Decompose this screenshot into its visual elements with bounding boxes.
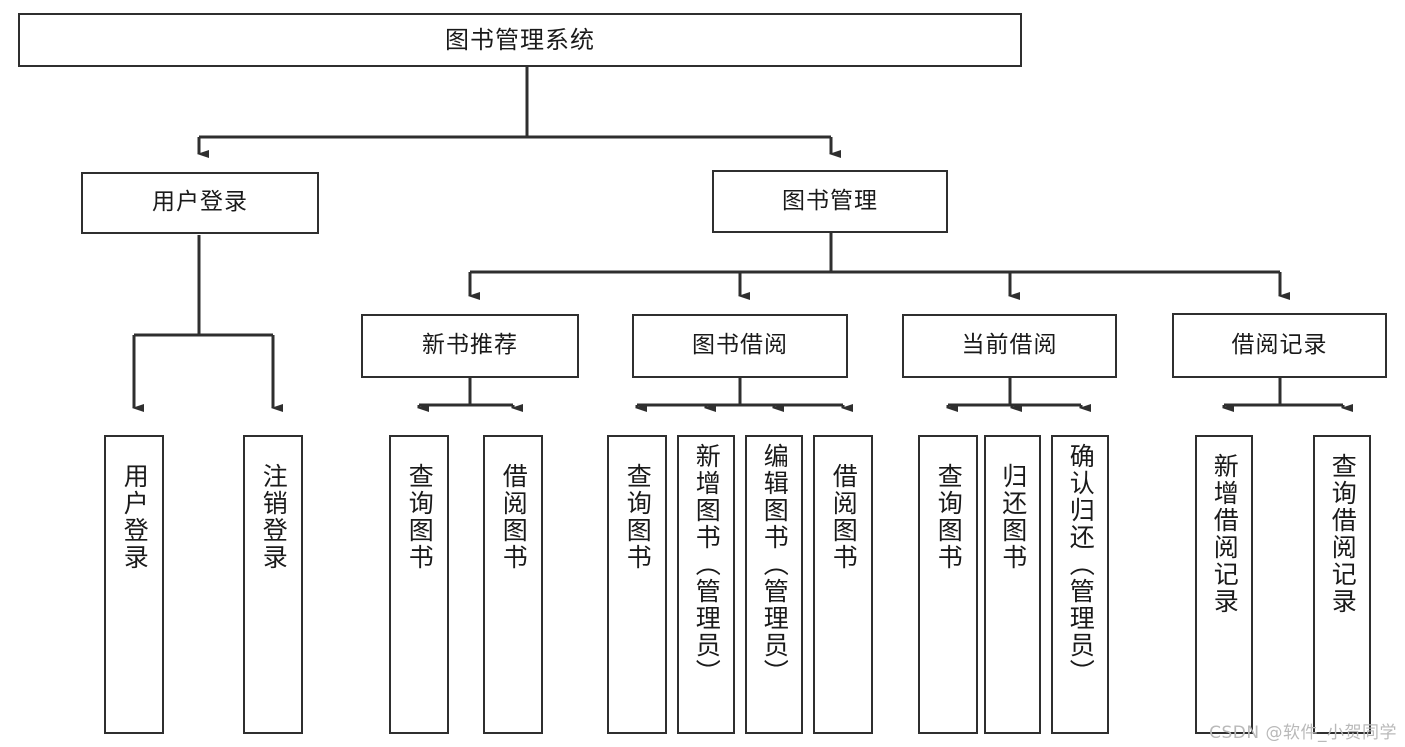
leaf-add-book[interactable]: 新增图书（管理员）: [677, 435, 735, 734]
leaf-logout-label: 注销登录: [259, 463, 289, 571]
leaf-borrow-book-1-label: 借阅图书: [499, 463, 529, 571]
leaf-borrow-book-2-label: 借阅图书: [829, 463, 859, 571]
leaf-logout[interactable]: 注销登录: [243, 435, 303, 734]
node-user-login[interactable]: 用户登录: [81, 172, 319, 234]
node-current-borrow[interactable]: 当前借阅: [902, 314, 1117, 378]
leaf-user-login[interactable]: 用户登录: [104, 435, 164, 734]
leaf-add-record-label: 新增借阅记录: [1210, 453, 1240, 615]
leaf-confirm-return-label: 确认归还（管理员）: [1066, 443, 1096, 686]
node-book-manage[interactable]: 图书管理: [712, 170, 948, 233]
node-book-borrow[interactable]: 图书借阅: [632, 314, 848, 378]
leaf-query-record-label: 查询借阅记录: [1328, 453, 1358, 615]
node-borrow-record-label: 借阅记录: [1231, 331, 1328, 358]
node-root-label: 图书管理系统: [445, 25, 595, 54]
leaf-add-book-label: 新增图书（管理员）: [692, 443, 722, 686]
node-root[interactable]: 图书管理系统: [18, 13, 1022, 67]
leaf-edit-book[interactable]: 编辑图书（管理员）: [745, 435, 803, 734]
node-book-borrow-label: 图书借阅: [692, 332, 788, 359]
node-new-book-rec-label: 新书推荐: [422, 332, 518, 359]
node-current-borrow-label: 当前借阅: [961, 332, 1058, 359]
leaf-return-book-label: 归还图书: [998, 463, 1028, 571]
leaf-borrow-book-2[interactable]: 借阅图书: [813, 435, 873, 734]
leaf-return-book[interactable]: 归还图书: [984, 435, 1041, 734]
node-borrow-record[interactable]: 借阅记录: [1172, 313, 1387, 378]
leaf-query-book-3-label: 查询图书: [934, 463, 964, 571]
leaf-edit-book-label: 编辑图书（管理员）: [760, 443, 790, 686]
leaf-query-record[interactable]: 查询借阅记录: [1313, 435, 1371, 734]
node-book-manage-label: 图书管理: [782, 187, 878, 214]
leaf-query-book-1-label: 查询图书: [405, 463, 435, 571]
node-user-login-label: 用户登录: [152, 189, 248, 216]
leaf-borrow-book-1[interactable]: 借阅图书: [483, 435, 543, 734]
leaf-confirm-return[interactable]: 确认归还（管理员）: [1051, 435, 1109, 734]
leaf-query-book-3[interactable]: 查询图书: [918, 435, 978, 734]
watermark-text: CSDN @软件_小贺同学: [1209, 723, 1397, 743]
leaf-query-book-2-label: 查询图书: [623, 463, 653, 571]
leaf-query-book-1[interactable]: 查询图书: [389, 435, 449, 734]
leaf-add-record[interactable]: 新增借阅记录: [1195, 435, 1253, 734]
leaf-query-book-2[interactable]: 查询图书: [607, 435, 667, 734]
node-new-book-rec[interactable]: 新书推荐: [361, 314, 579, 378]
leaf-user-login-label: 用户登录: [120, 463, 150, 571]
